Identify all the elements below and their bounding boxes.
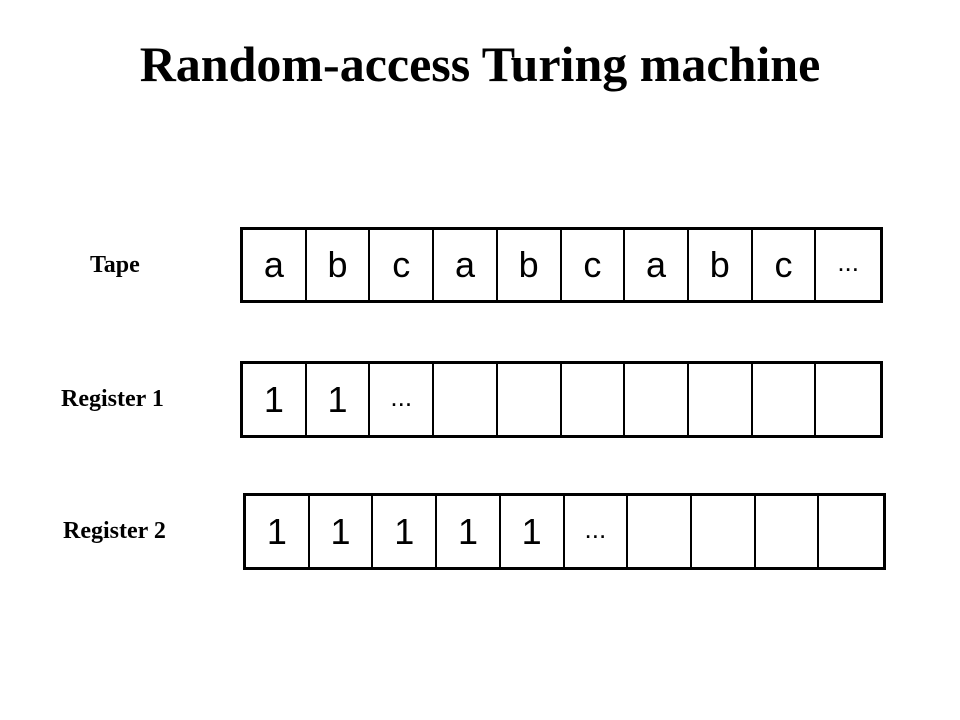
register1-cell [816, 364, 880, 435]
register2-cell [628, 496, 692, 567]
register2-strip: 1 1 1 1 1 ... [243, 493, 886, 570]
tape-cell: b [498, 230, 562, 300]
tape-cell: c [562, 230, 626, 300]
tape-cell: c [753, 230, 817, 300]
register1-strip: 1 1 ... [240, 361, 883, 438]
register2-cell: ... [565, 496, 629, 567]
register1-cell [625, 364, 689, 435]
register1-cell: ... [370, 364, 435, 435]
tape-cell: c [370, 230, 435, 300]
register2-cell: 1 [501, 496, 565, 567]
tape-cell: a [243, 230, 307, 300]
register2-cell: 1 [373, 496, 438, 567]
register2-cell: 1 [246, 496, 310, 567]
register1-cell [689, 364, 753, 435]
register1-cell [434, 364, 498, 435]
register1-cell [753, 364, 817, 435]
page-title: Random-access Turing machine [139, 36, 821, 92]
register1-cell: 1 [307, 364, 371, 435]
tape-cell: b [307, 230, 371, 300]
register2-cell [819, 496, 883, 567]
register1-cell [498, 364, 562, 435]
register1-cell: 1 [243, 364, 307, 435]
register2-cell: 1 [310, 496, 374, 567]
tape-cell: b [689, 230, 753, 300]
register2-cell [756, 496, 820, 567]
tape-cell: a [625, 230, 689, 300]
tape-strip: a b c a b c a b c ... [240, 227, 883, 303]
register2-cell: 1 [437, 496, 501, 567]
tape-cell: a [434, 230, 498, 300]
register2-label: Register 2 [63, 518, 166, 544]
tape-label: Tape [90, 252, 140, 278]
register1-cell [562, 364, 626, 435]
register2-cell [692, 496, 756, 567]
register1-label: Register 1 [61, 386, 164, 412]
tape-cell: ... [837, 247, 859, 277]
